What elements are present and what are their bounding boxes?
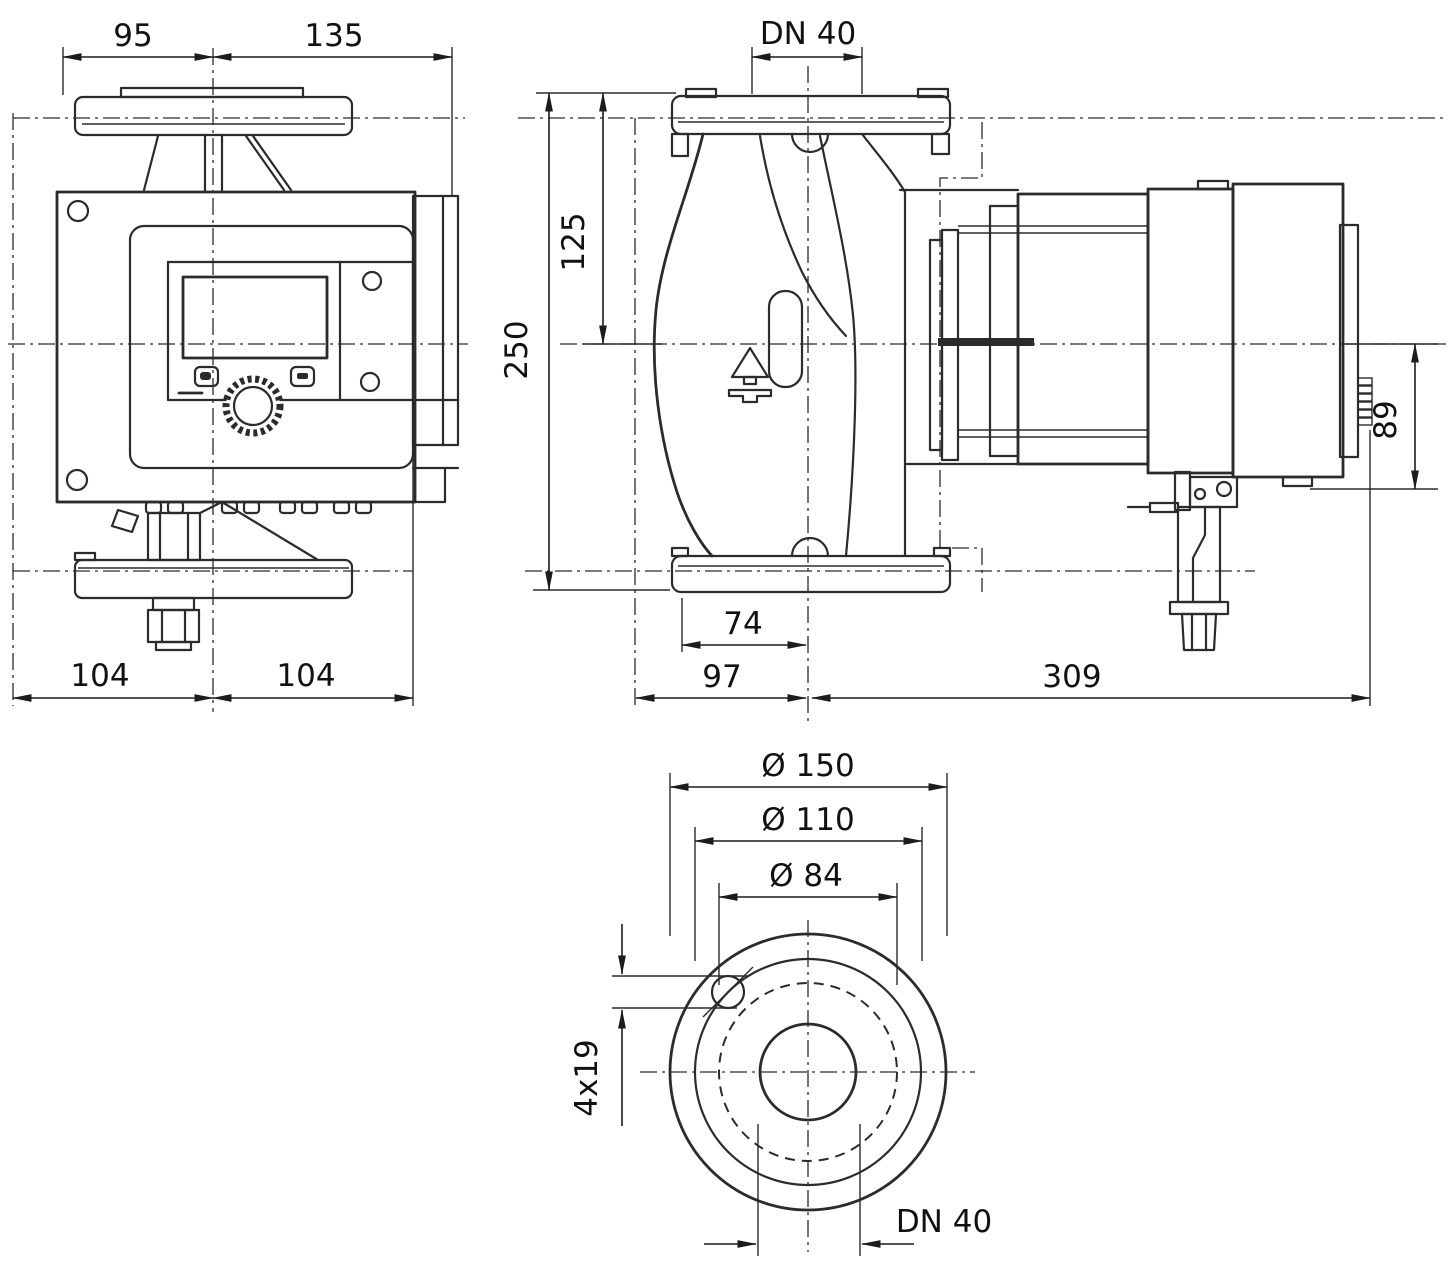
front-view: 95 135 104 104: [8, 18, 468, 712]
control-knob-center[interactable]: [232, 385, 274, 427]
dim-side-base-rear: 309: [1042, 659, 1101, 695]
side-bottom-flange: [670, 554, 952, 594]
dim-front-base-right: 104: [276, 658, 335, 694]
dim-side-height-upper: 125: [556, 212, 592, 271]
dim-side-port: DN 40: [760, 16, 856, 52]
screw-icon: [361, 270, 383, 292]
dim-side-base-inner: 74: [723, 606, 762, 642]
raised-face-circle: [718, 982, 898, 1162]
hub-capsule: [767, 289, 804, 389]
screw-icon: [359, 371, 381, 393]
menu-button[interactable]: [289, 365, 316, 388]
terminal-box: [411, 194, 460, 447]
dim-front-width-left: 95: [113, 18, 152, 54]
shaft-rod: [938, 338, 1034, 346]
dim-front-width-right: 135: [304, 18, 363, 54]
screw-icon: [65, 468, 89, 492]
display-screen: [181, 275, 329, 360]
front-top-flange: [73, 95, 354, 137]
dim-flange-bolt-holes: 4x19: [569, 1039, 605, 1117]
menu-button-icon: [297, 373, 308, 379]
rear-panel: [1338, 223, 1360, 459]
cable-glands: [144, 500, 373, 515]
dim-flange-raised-face: Ø 84: [769, 858, 843, 894]
connector-ribs-icon: [1357, 377, 1373, 426]
dim-side-height-total: 250: [499, 320, 535, 379]
control-box-side: [1231, 182, 1345, 479]
motor-stator: [1146, 187, 1235, 475]
front-top-flange-lip: [119, 86, 305, 99]
pump-neck-front: [146, 511, 202, 562]
dim-front-base-left: 104: [70, 658, 129, 694]
side-top-flange: [670, 94, 952, 136]
motor-phantom-outline: [939, 122, 983, 592]
back-button[interactable]: [193, 365, 220, 388]
back-button-icon: [200, 372, 211, 380]
dim-side-base-front: 97: [702, 659, 741, 695]
flange-view: Ø 150 Ø 110 Ø 84 4x19 DN 40: [569, 748, 992, 1256]
dim-flange-bolt-circle: Ø 110: [761, 802, 854, 838]
flange-outer-circle: [668, 932, 948, 1212]
display-module: [166, 260, 415, 402]
bore-circle: [758, 1022, 858, 1122]
pump-body-front: [55, 190, 417, 504]
side-nozzle: [110, 508, 140, 534]
screw-icon: [66, 199, 90, 223]
volute-outline: [652, 132, 714, 558]
dim-flange-outer: Ø 150: [761, 748, 854, 784]
front-bottom-flange: [73, 558, 354, 600]
motor-front-housing: [1016, 192, 1150, 466]
bolt-circle: [693, 957, 923, 1187]
side-view: DN 40 250 125 89 74 97 309: [499, 16, 1446, 722]
dim-side-depth: 89: [1368, 400, 1404, 439]
flow-direction-icon: [727, 346, 773, 404]
drain-valve-side: [1126, 470, 1239, 652]
drain-plug-front: [146, 596, 201, 652]
dim-flange-nominal-bore: DN 40: [896, 1204, 992, 1240]
